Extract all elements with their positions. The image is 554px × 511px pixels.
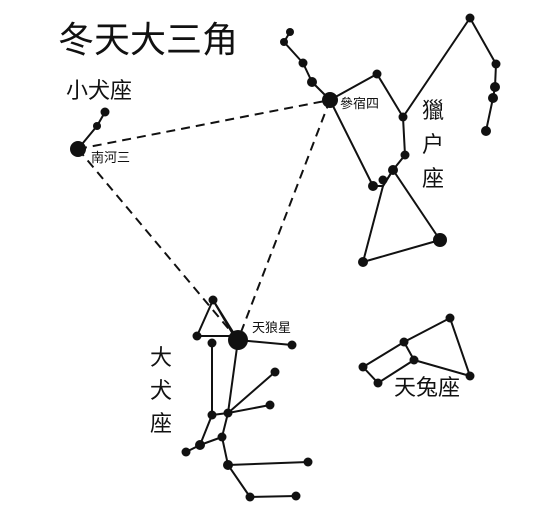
star — [298, 58, 308, 68]
canis-major-tail-line — [227, 461, 309, 466]
star — [465, 13, 475, 23]
star — [287, 340, 297, 350]
star — [400, 150, 410, 160]
orion-legs-line — [362, 239, 441, 263]
star — [481, 126, 491, 136]
star — [373, 378, 383, 388]
canis-minor-stars — [70, 107, 110, 157]
constellation-label-orion: 獵 户 座 — [422, 99, 451, 192]
star — [465, 371, 475, 381]
star — [181, 447, 191, 457]
star — [207, 338, 217, 348]
canis-major-hind-line — [249, 495, 297, 498]
constellation-label-canis-major-char-2: 犬 — [150, 379, 172, 404]
orion-club-line — [282, 31, 331, 101]
star-label-betelgeuse: 參宿四 — [340, 96, 379, 112]
star — [223, 460, 233, 470]
constellation-label-canis-major-char-3: 座 — [150, 412, 172, 437]
constellation-label-orion-char-2: 户 — [422, 133, 444, 158]
star — [388, 165, 398, 175]
star — [491, 59, 501, 69]
diagram-title: 冬天大三角 — [58, 20, 238, 61]
star — [223, 408, 233, 418]
lepus-outline — [362, 316, 472, 385]
star — [490, 82, 500, 92]
constellation-label-lepus: 天兔座 — [394, 376, 460, 401]
star — [445, 313, 455, 323]
star — [245, 492, 255, 502]
constellation-label-canis-major: 大 犬 座 — [150, 346, 179, 437]
star — [307, 77, 317, 87]
orion-lines — [282, 16, 498, 263]
constellation-label-canis-major-char-1: 大 — [150, 346, 172, 371]
star — [398, 112, 408, 122]
constellation-label-canis-minor: 小犬座 — [66, 79, 132, 104]
star — [207, 410, 217, 420]
lepus-lines — [362, 316, 472, 385]
star — [270, 367, 280, 377]
orion-shield-line — [402, 16, 498, 132]
star — [372, 69, 382, 79]
star-sirius — [228, 330, 248, 350]
star — [358, 257, 368, 267]
triangle-side-procyon-betelgeuse — [77, 99, 331, 150]
star — [488, 93, 498, 103]
star — [93, 122, 101, 130]
constellation-label-orion-char-3: 座 — [422, 167, 444, 192]
star — [208, 295, 218, 305]
constellation-label-orion-char-1: 獵 — [422, 99, 444, 124]
star — [303, 457, 313, 467]
orion-stars — [280, 13, 501, 267]
star-rigel — [433, 233, 447, 247]
winter-triangle — [77, 99, 331, 341]
orion-body-line-2 — [329, 99, 441, 241]
star — [195, 440, 205, 450]
star-procyon — [70, 141, 86, 157]
star — [291, 491, 301, 501]
star — [409, 355, 419, 365]
triangle-side-betelgeuse-sirius — [237, 99, 331, 341]
star — [100, 107, 110, 117]
canis-major-stars — [181, 295, 313, 502]
canis-major-leg-line-3 — [227, 371, 276, 414]
star — [280, 38, 288, 46]
star — [378, 175, 388, 185]
canis-major-back-line — [220, 339, 251, 498]
star — [265, 400, 275, 410]
lepus-stars — [358, 313, 475, 388]
star — [286, 28, 294, 36]
star-betelgeuse — [322, 92, 338, 108]
triangle-side-procyon-sirius — [77, 148, 239, 341]
star — [192, 331, 202, 341]
canis-major-front-line — [185, 343, 213, 453]
star-label-procyon: 南河三 — [91, 150, 130, 166]
star — [368, 181, 378, 191]
canis-major-leg-line-2 — [211, 404, 271, 416]
star — [358, 362, 368, 372]
star — [217, 432, 227, 442]
star-label-sirius: 天狼星 — [252, 321, 291, 336]
star — [399, 337, 409, 347]
